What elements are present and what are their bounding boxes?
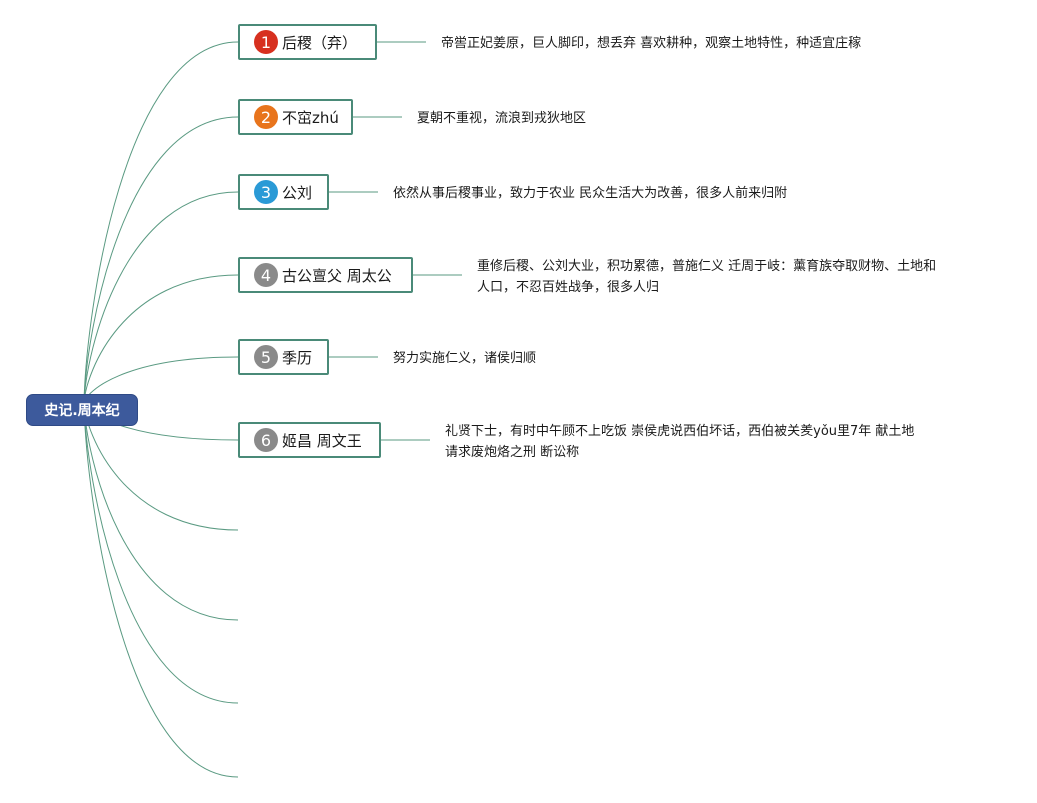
branch-link-1: [83, 41, 239, 404]
branch-desc-6: 礼贤下士，有时中午顾不上吃饭 崇侯虎说西伯坏话，西伯被关羑yǒu里7年 献土地 …: [445, 421, 914, 463]
branch-node-3[interactable]: 3 公刘: [238, 174, 329, 210]
number-badge-6: 6: [254, 428, 278, 452]
branch-label-6: 姬昌 周文王: [282, 431, 362, 450]
number-badge-5: 5: [254, 345, 278, 369]
branch-label-2: 不窋zhú: [282, 108, 339, 127]
branch-link-3: [83, 191, 239, 404]
branch-label-4: 古公亶父 周太公: [282, 266, 392, 285]
branch-node-4[interactable]: 4 古公亶父 周太公: [238, 257, 413, 293]
branch-label-3: 公刘: [282, 183, 313, 202]
branch-node-1[interactable]: 1 后稷（弃）: [238, 24, 377, 60]
root-topic[interactable]: 史记.周本纪: [26, 394, 138, 426]
branch-node-6[interactable]: 6 姬昌 周文王: [238, 422, 381, 458]
branch-desc-4-line-2: 人口，不忍百姓战争，很多人归: [477, 280, 660, 295]
branch-desc-6-line-2: 请求废炮烙之刑 断讼称: [445, 445, 580, 460]
number-badge-3: 3: [254, 180, 278, 204]
branch-desc-3-line-1: 依然从事后稷事业，致力于农业 民众生活大为改善，很多人前来归附: [393, 186, 788, 201]
branch-label-5: 季历: [282, 348, 313, 367]
number-badge-1: 1: [254, 30, 278, 54]
branch-desc-5: 努力实施仁义，诸侯归顺: [393, 348, 536, 369]
branch-desc-5-line-1: 努力实施仁义，诸侯归顺: [393, 351, 537, 366]
branch-desc-1: 帝喾正妃姜原，巨人脚印，想丢弃 喜欢耕种，观察土地特性，种适宜庄稼: [441, 33, 861, 54]
branch-desc-6-line-1: 礼贤下士，有时中午顾不上吃饭 崇侯虎说西伯坏话，西伯被关羑yǒu里7年 献土地: [445, 424, 915, 439]
branch-link-4: [83, 274, 239, 404]
branch-link-9: [83, 402, 239, 704]
branch-link-8: [83, 402, 239, 621]
branch-desc-1-line-1: 帝喾正妃姜原，巨人脚印，想丢弃 喜欢耕种，观察土地特性，种适宜庄稼: [441, 36, 862, 51]
branch-desc-2: 夏朝不重视，流浪到戎狄地区: [417, 108, 586, 129]
branch-node-2[interactable]: 2 不窋zhú: [238, 99, 353, 135]
branch-desc-3: 依然从事后稷事业，致力于农业 民众生活大为改善，很多人前来归附: [393, 183, 787, 204]
branch-desc-2-line-1: 夏朝不重视，流浪到戎狄地区: [417, 111, 587, 126]
number-badge-2: 2: [254, 105, 278, 129]
branch-label-1: 后稷（弃）: [282, 33, 358, 52]
branch-node-5[interactable]: 5 季历: [238, 339, 329, 375]
root-topic-label: 史记.周本纪: [44, 403, 120, 419]
branch-link-2: [83, 116, 239, 404]
number-badge-4: 4: [254, 263, 278, 287]
branch-desc-4-line-1: 重修后稷、公刘大业，积功累德，普施仁义 迁周于岐：薰育族夺取财物、土地和: [477, 259, 937, 274]
branch-link-10: [83, 402, 239, 778]
branch-desc-4: 重修后稷、公刘大业，积功累德，普施仁义 迁周于岐：薰育族夺取财物、土地和 人口，…: [477, 256, 936, 298]
